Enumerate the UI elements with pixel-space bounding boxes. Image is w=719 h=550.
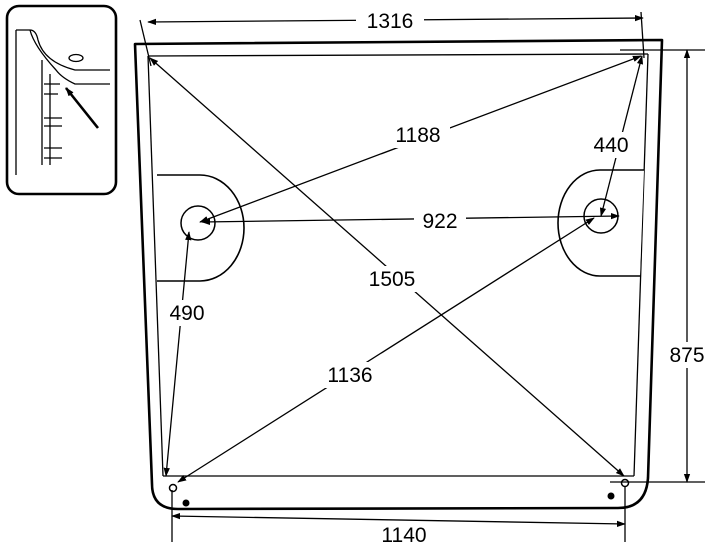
right-locator-hole: [620, 478, 630, 488]
inset-frame: [5, 4, 118, 196]
weld-seam-detail-icon: [15, 29, 110, 175]
dim-line-bottom-width: [171, 512, 626, 528]
label-long-diagonal: 1505: [369, 268, 416, 291]
panel-outline: [133, 38, 664, 511]
label-center-span: 922: [422, 210, 457, 233]
label-bottom-width: 1140: [381, 524, 426, 547]
right-marker-dot: [607, 492, 615, 500]
label-height: 875: [669, 344, 704, 367]
dim-line-center-span: [201, 212, 620, 226]
label-lower-diagonal: 1136: [327, 364, 372, 387]
label-left-short: 490: [169, 302, 204, 325]
panel-top-flange: [147, 53, 649, 57]
left-locator-hole: [168, 483, 178, 493]
inset-detail: [5, 4, 118, 196]
arrow-icon: [64, 87, 100, 129]
label-top-width: 1316: [367, 10, 414, 33]
left-mount-hole: [180, 205, 216, 241]
label-upper-diagonal: 1188: [395, 124, 440, 147]
dimension-labels: 1316 1188 440 922 1505 490 1136 875 1140: [162, 8, 714, 548]
dim-line-lower-diagonal: [177, 217, 595, 483]
panel-right-flange: [633, 53, 649, 477]
label-right-short: 440: [593, 134, 628, 157]
left-marker-dot: [182, 499, 190, 507]
